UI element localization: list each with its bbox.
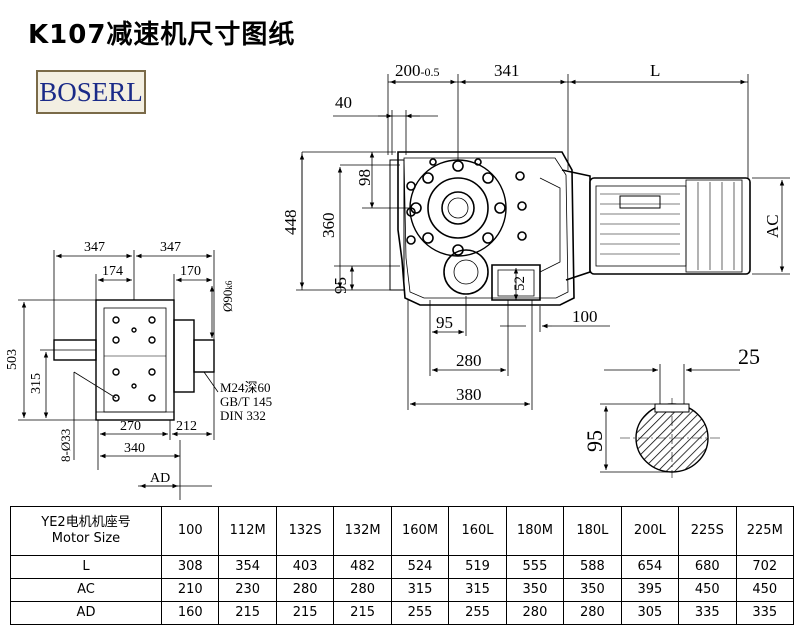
note-thread: M24深60	[220, 380, 271, 395]
dim-95-bottom: 95	[436, 313, 453, 332]
dim-98: 98	[355, 169, 374, 186]
side-view-dimensions	[18, 250, 219, 500]
row-label: AC	[10, 578, 162, 602]
dim-503: 503	[5, 349, 20, 370]
table-cell: 335	[735, 601, 795, 625]
table-cell: 555	[505, 555, 565, 579]
table-cell: 180M	[505, 506, 565, 556]
row-label: AD	[10, 601, 162, 625]
table-cell: 519	[448, 555, 507, 579]
table-row: AD 160 215 215 215 255 255 280 280 305 3…	[10, 601, 795, 625]
table-cell: 215	[333, 601, 392, 625]
table-cell: 680	[678, 555, 737, 579]
dim-341: 341	[494, 61, 520, 80]
note-din-standard: DIN 332	[220, 408, 266, 423]
table-cell: 112M	[218, 506, 277, 556]
table-row: L 308 354 403 482 524 519 555 588 654 68…	[10, 555, 795, 579]
dim-174: 174	[102, 264, 123, 279]
dim-key-25: 25	[738, 344, 760, 369]
table-cell: 280	[505, 601, 565, 625]
row-label: L	[10, 555, 162, 579]
table-cell: 132S	[275, 506, 335, 556]
table-cell: 210	[160, 578, 220, 602]
dim-52: 52	[512, 276, 528, 291]
table-cell: 180L	[563, 506, 622, 556]
table-cell: 354	[218, 555, 277, 579]
front-view	[389, 151, 751, 306]
table-cell: 315	[448, 578, 507, 602]
table-cell: 524	[390, 555, 450, 579]
dim-170: 170	[180, 264, 201, 279]
table-cell: 160	[160, 601, 220, 625]
table-cell: 482	[333, 555, 392, 579]
dim-100: 100	[572, 307, 598, 326]
table-cell: 403	[275, 555, 335, 579]
table-cell: 160M	[390, 506, 450, 556]
table-cell: 225S	[678, 506, 737, 556]
table-row: AC 210 230 280 280 315 315 350 350 395 4…	[10, 578, 795, 602]
table-cell: 230	[218, 578, 277, 602]
dim-340: 340	[124, 441, 145, 456]
technical-drawing: 200-0.5 341 L 40 98 448 360 95 52 100 95…	[5, 61, 790, 500]
table-cell: 702	[735, 555, 795, 579]
dim-212: 212	[176, 419, 197, 434]
table-cell: 395	[620, 578, 680, 602]
dim-347-right: 347	[160, 240, 181, 255]
dim-40: 40	[335, 93, 352, 112]
brand-logo-text: BOSERL	[39, 76, 143, 107]
table-cell: 450	[678, 578, 737, 602]
table-cell: 215	[275, 601, 335, 625]
table-cell: 215	[218, 601, 277, 625]
table-cell: 200L	[620, 506, 680, 556]
table-cell: 100	[160, 506, 220, 556]
table-cell: 280	[563, 601, 622, 625]
dim-phi90: Ø90k6	[220, 280, 235, 312]
dim-200: 200-0.5	[395, 61, 440, 80]
brand-logo: BOSERL	[36, 70, 146, 114]
table-cell: 654	[620, 555, 680, 579]
table-cell: 132M	[333, 506, 392, 556]
dim-95: 95	[331, 277, 350, 294]
dim-L: L	[650, 61, 660, 80]
table-cell: 315	[390, 578, 450, 602]
front-view-labels: 200-0.5 341 L 40 98 448 360 95 52 100 95…	[281, 61, 782, 404]
dim-8-phi33: 8-Ø33	[58, 429, 73, 462]
table-cell: 588	[563, 555, 622, 579]
dim-AC: AC	[763, 214, 782, 238]
table-cell: 255	[390, 601, 450, 625]
table-cell: 280	[333, 578, 392, 602]
dim-key-95: 95	[582, 430, 607, 452]
dim-380: 380	[456, 385, 482, 404]
table-cell: 225M	[735, 506, 795, 556]
key-section	[600, 364, 740, 478]
dim-360: 360	[319, 213, 338, 239]
dim-347-left: 347	[84, 240, 105, 255]
dim-315: 315	[29, 373, 44, 394]
dim-280: 280	[456, 351, 482, 370]
table-cell: 350	[563, 578, 622, 602]
table-cell: 335	[678, 601, 737, 625]
table-cell: 255	[448, 601, 507, 625]
table-cell: 160L	[448, 506, 507, 556]
front-view-dimensions	[296, 74, 790, 410]
dim-448: 448	[281, 210, 300, 236]
table-cell: 280	[275, 578, 335, 602]
dim-270: 270	[120, 419, 141, 434]
table-cell: 350	[505, 578, 565, 602]
side-view-labels: 347 347 174 170 Ø90k6 503 315 8-Ø33 270 …	[5, 240, 272, 486]
dim-AD: AD	[150, 471, 170, 486]
table-cell: 308	[160, 555, 220, 579]
table-cell: 450	[735, 578, 795, 602]
page-title: K107减速机尺寸图纸	[28, 20, 296, 50]
side-view	[53, 299, 215, 421]
table-cell: 305	[620, 601, 680, 625]
note-gb-standard: GB/T 145	[220, 394, 272, 409]
